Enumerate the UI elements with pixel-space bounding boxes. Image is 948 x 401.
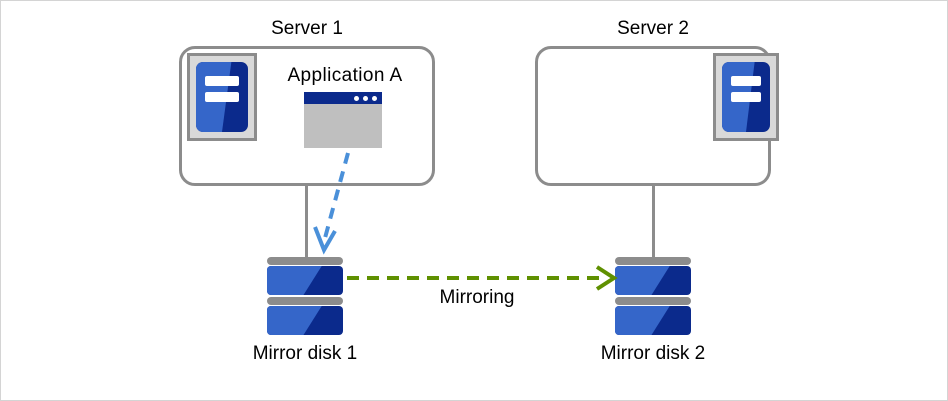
mirror-disk-2-icon [615, 257, 691, 341]
server-tower-bar-bottom [205, 92, 239, 102]
mirror-disk-1-icon [267, 257, 343, 341]
disk-cap-top [267, 257, 343, 265]
application-a-label: Application A [287, 65, 403, 86]
server-1-disk-connector [305, 186, 308, 259]
disk-cap-bottom [615, 297, 691, 305]
disk-slab-bottom [615, 306, 691, 335]
window-dot-3 [372, 95, 377, 101]
server-tower-bar-top [205, 76, 239, 86]
server-tower-bar-bottom [730, 92, 762, 102]
mirroring-label: Mirroring [439, 287, 515, 308]
application-window-titlebar [304, 92, 382, 104]
server-2-tower-icon [713, 53, 779, 141]
mirror-disk-2-label: Mirror disk 2 [600, 343, 706, 364]
mirroring-arrow [347, 265, 618, 291]
window-dot-2 [363, 95, 368, 101]
disk-cap-bottom [267, 297, 343, 305]
mirror-disk-1-label: Mirror disk 1 [252, 343, 358, 364]
disk-cap-top [615, 257, 691, 265]
server-tower-body [196, 62, 248, 132]
server-2-disk-connector [652, 186, 655, 259]
server-1-tower-icon [187, 53, 257, 141]
disk-slab-bottom [267, 306, 343, 335]
server-1-title: Server 1 [271, 18, 343, 39]
application-window-icon [304, 92, 382, 148]
disk-slab-top [615, 266, 691, 295]
server-tower-bar-top [730, 76, 762, 86]
window-dot-1 [354, 95, 359, 101]
server-tower-body [722, 62, 770, 132]
disk-slab-top [267, 266, 343, 295]
server-2-title: Server 2 [617, 18, 689, 39]
